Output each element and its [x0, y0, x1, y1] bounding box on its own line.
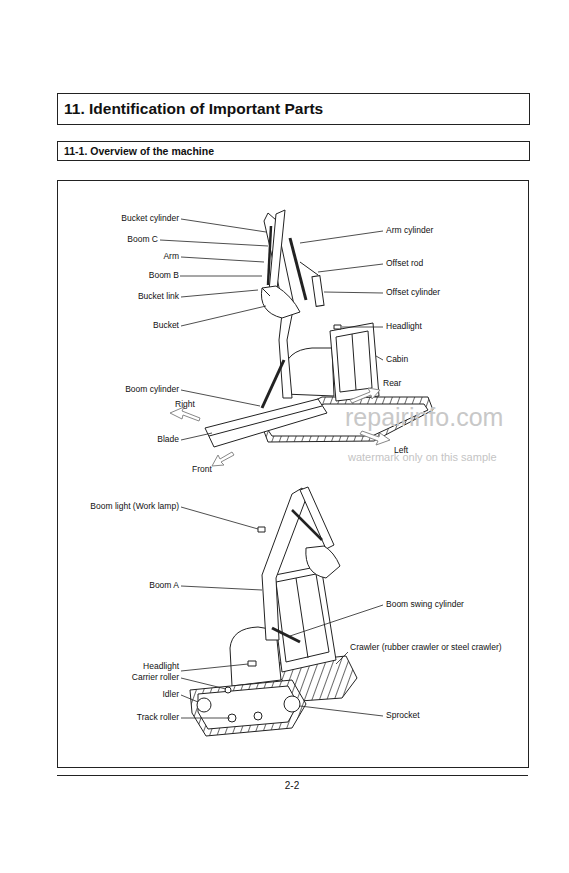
offset-cylinder: [312, 276, 324, 307]
part-label: Sprocket: [386, 711, 420, 721]
right-arrow: [170, 407, 200, 421]
part-label: Track roller: [137, 713, 179, 723]
bucket: [261, 286, 300, 318]
leader-lines: [181, 664, 248, 671]
leader-lines: [181, 306, 266, 326]
part-label: Boom light (Work lamp): [90, 502, 179, 512]
part-label: Crawler (rubber crawler or steel crawler…: [350, 643, 502, 653]
leader-lines: [180, 276, 262, 277]
bucket-cylinder: [268, 226, 271, 285]
left-arrow: [360, 431, 390, 445]
part-label: Blade: [157, 435, 179, 445]
leader-lines: [181, 257, 264, 262]
headlight: [248, 661, 256, 666]
boom-swing-cylinder: [272, 628, 300, 642]
part-label: Boom cylinder: [125, 385, 179, 395]
offset-rod: [300, 262, 318, 275]
leader-lines: [181, 219, 266, 232]
part-label: Bucket link: [138, 292, 179, 302]
rear-arrow: [350, 388, 380, 403]
part-label: Bucket cylinder: [121, 214, 179, 224]
front-crawler: [190, 680, 306, 736]
part-label: Arm: [163, 252, 179, 262]
headlight: [334, 325, 341, 329]
arm-cylinder: [290, 238, 306, 300]
part-label: Bucket: [153, 321, 179, 331]
idler: [197, 698, 211, 712]
subsection-heading: 11-1. Overview of the machine: [57, 141, 530, 161]
cabin-window: [336, 331, 372, 392]
part-label: Boom A: [149, 581, 179, 591]
part-label: Idler: [162, 690, 179, 700]
watermark: watermark only on this sample: [348, 451, 497, 464]
leader-lines: [181, 695, 198, 702]
track-roller: [254, 712, 262, 720]
part-label: Cabin: [386, 355, 408, 365]
direction-label: Rear: [383, 379, 401, 389]
leader-lines: [336, 652, 348, 664]
leader-lines: [181, 290, 258, 297]
section-title: 11. Identification of Important Parts: [57, 93, 530, 125]
part-label: Boom C: [127, 235, 158, 245]
leader-lines: [324, 292, 383, 293]
boom-light: [258, 527, 265, 532]
leader-lines: [160, 240, 268, 246]
arm-cylinder: [292, 510, 322, 540]
leader-lines: [300, 706, 383, 716]
blade-edge: [209, 406, 322, 436]
cabin: [270, 566, 336, 672]
excavator-bottom: [190, 487, 357, 736]
leader-lines: [181, 586, 262, 590]
leader-lines: [181, 433, 212, 440]
front-crawler-side: [198, 686, 298, 729]
direction-label: Front: [192, 465, 212, 475]
boom: [262, 488, 307, 640]
blade: [205, 399, 327, 447]
page-frame: [57, 181, 529, 776]
leader-lines: [318, 264, 383, 272]
part-label: Headlight: [143, 662, 179, 672]
part-label: Boom swing cylinder: [386, 600, 464, 610]
leader-lines: [300, 231, 383, 243]
leader-lines: [376, 356, 383, 360]
watermark: repairinfo.com: [345, 403, 503, 432]
part-label: Headlight: [386, 322, 422, 332]
leader-lines: [160, 219, 383, 718]
cabin-window: [276, 574, 329, 662]
leader-lines: [290, 605, 383, 636]
figure-frame: [58, 181, 529, 768]
footer-rule: [57, 775, 528, 776]
sprocket: [284, 696, 300, 712]
leader-lines: [181, 718, 230, 719]
carrier-roller: [225, 687, 231, 693]
bucket-link: [262, 288, 270, 296]
part-label: Offset cylinder: [386, 288, 440, 298]
boom-cylinder: [262, 360, 284, 408]
bucket: [306, 546, 340, 578]
part-label: Arm cylinder: [386, 226, 433, 236]
cabin-pillar: [352, 334, 356, 390]
leader-lines: [342, 327, 383, 328]
leader-lines: [181, 507, 258, 529]
page-number: 2-2: [285, 780, 299, 792]
part-label: Boom B: [149, 271, 179, 281]
cabin-pillar: [296, 578, 308, 658]
arm: [300, 487, 334, 549]
part-label: Offset rod: [386, 259, 423, 269]
direction-label: Right: [175, 400, 195, 410]
leader-lines: [181, 678, 226, 689]
part-label: Carrier roller: [132, 673, 179, 683]
front-arrow: [212, 452, 234, 466]
